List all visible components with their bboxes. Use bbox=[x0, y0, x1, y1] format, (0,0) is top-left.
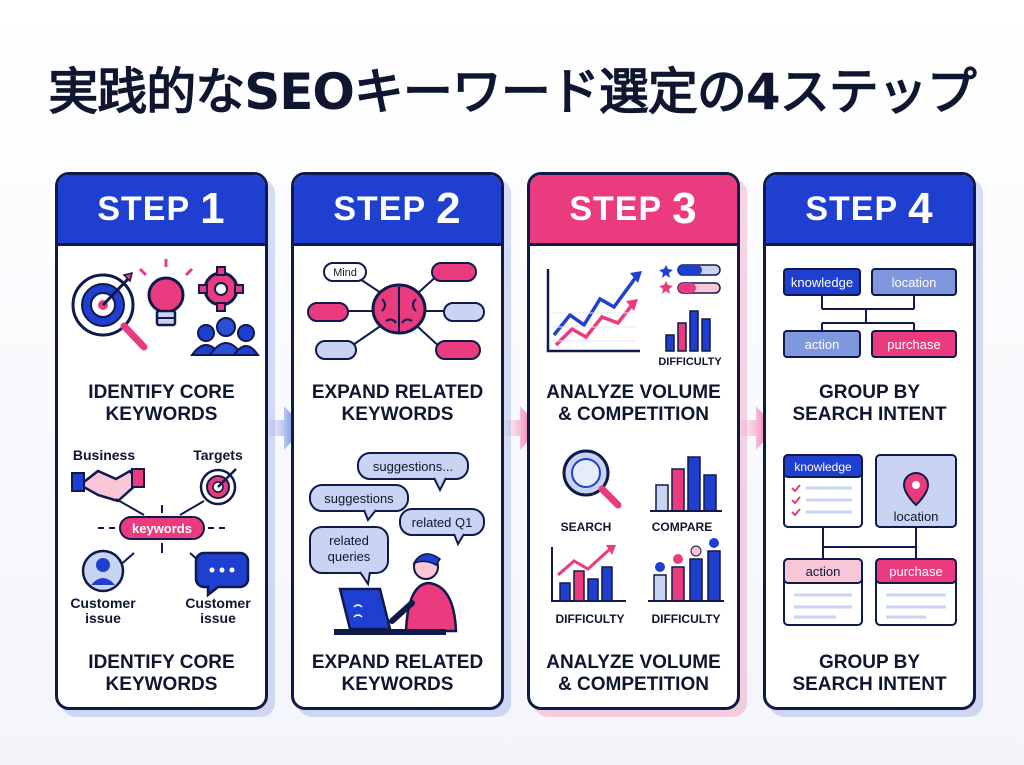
difficulty-label-b: DIFFICULTY bbox=[651, 612, 720, 626]
intent-tree: knowledge location action purchase bbox=[783, 268, 957, 358]
label-line: GROUP BY bbox=[818, 652, 920, 673]
step-word: STEP bbox=[97, 189, 191, 228]
step-1-illustration: Business Targets keywords bbox=[70, 259, 260, 626]
lightbulb-icon bbox=[138, 259, 194, 327]
customer-issue-left-1: Customer bbox=[70, 595, 136, 611]
business-label: Business bbox=[73, 447, 135, 463]
step-label-bottom: ANALYZE VOLUME & COMPETITION bbox=[530, 652, 737, 696]
search-icon bbox=[562, 449, 622, 509]
intent-action: action bbox=[805, 337, 840, 352]
intent-purchase: purchase bbox=[887, 337, 940, 352]
step-label-top: GROUP BY SEARCH INTENT bbox=[766, 382, 973, 426]
intent-location: location bbox=[892, 275, 937, 290]
step-label-top: EXPAND RELATED KEYWORDS bbox=[294, 382, 501, 426]
label-line: SEARCH INTENT bbox=[792, 404, 947, 425]
handshake-icon bbox=[71, 468, 145, 503]
trend-chart-icon bbox=[546, 269, 642, 353]
step-label-top: IDENTIFY CORE KEYWORDS bbox=[58, 382, 265, 426]
step-word: STEP bbox=[805, 189, 899, 228]
label-line: KEYWORDS bbox=[341, 404, 454, 425]
chat-bubble-icon bbox=[194, 551, 250, 598]
intent-card-purchase: purchase bbox=[875, 558, 957, 626]
customer-issue-right-1: Customer bbox=[185, 595, 251, 611]
step-number: 1 bbox=[200, 184, 226, 233]
bubble-related-q1: related Q1 bbox=[412, 515, 473, 530]
step-header: STEP 4 bbox=[766, 175, 973, 246]
search-label: SEARCH bbox=[561, 520, 612, 534]
compare-label: COMPARE bbox=[652, 520, 712, 534]
step-label-bottom: IDENTIFY CORE KEYWORDS bbox=[58, 652, 265, 696]
label-line: & COMPETITION bbox=[558, 404, 709, 425]
step-header: STEP 3 bbox=[530, 175, 737, 246]
label-line: KEYWORDS bbox=[341, 674, 454, 695]
difficulty-chart-icon bbox=[551, 545, 626, 602]
step-4-illustration: knowledge location action purchase knowl… bbox=[783, 268, 957, 626]
keywords-pill: keywords bbox=[132, 521, 192, 536]
gear-icon bbox=[198, 266, 244, 312]
label-line: EXPAND RELATED bbox=[311, 382, 484, 403]
step-label-top: ANALYZE VOLUME & COMPETITION bbox=[530, 382, 737, 426]
label-line: KEYWORDS bbox=[105, 404, 218, 425]
intent-card-action: action bbox=[783, 558, 863, 626]
intent-knowledge: knowledge bbox=[791, 275, 853, 290]
intent-purchase-card: purchase bbox=[889, 564, 942, 579]
intent-card-knowledge: knowledge bbox=[783, 454, 863, 528]
mind-map-icon: Mind bbox=[307, 262, 485, 360]
step-word: STEP bbox=[333, 189, 427, 228]
bubble-related-queries-1: related bbox=[329, 533, 369, 548]
intent-card-location: location bbox=[875, 454, 957, 528]
person-laptop-icon bbox=[334, 553, 458, 635]
label-line: IDENTIFY CORE bbox=[88, 382, 235, 403]
step-card-1: STEP 1 bbox=[55, 172, 268, 710]
step-header: STEP 2 bbox=[294, 175, 501, 246]
step-word: STEP bbox=[569, 189, 663, 228]
compare-bars-icon bbox=[650, 456, 722, 512]
difficulty-chart-icon bbox=[648, 538, 724, 602]
label-line: EXPAND RELATED bbox=[311, 652, 484, 673]
label-line: & COMPETITION bbox=[558, 674, 709, 695]
chat-bubble-icon: suggestions bbox=[309, 484, 409, 522]
difficulty-meter-icon: DIFFICULTY bbox=[658, 264, 722, 368]
step-label-bottom: EXPAND RELATED KEYWORDS bbox=[294, 652, 501, 696]
chat-bubble-icon: related Q1 bbox=[399, 508, 485, 547]
customer-issue-left-2: issue bbox=[85, 610, 121, 626]
label-line: GROUP BY bbox=[818, 382, 920, 403]
label-line: ANALYZE VOLUME bbox=[546, 652, 721, 673]
label-line: SEARCH INTENT bbox=[792, 674, 947, 695]
avatar-icon bbox=[81, 549, 125, 593]
intent-location-card: location bbox=[894, 509, 939, 524]
mind-node-label: Mind bbox=[333, 267, 357, 279]
label-line: KEYWORDS bbox=[105, 674, 218, 695]
step-card-2: STEP 2 Mind suggestions... bbox=[291, 172, 504, 710]
targets-label: Targets bbox=[193, 447, 243, 463]
difficulty-top-label: DIFFICULTY bbox=[658, 356, 722, 368]
page-title: 実践的なSEOキーワード選定の4ステップ bbox=[48, 63, 976, 121]
intent-action-card: action bbox=[806, 564, 841, 579]
step-number: 3 bbox=[672, 184, 698, 233]
intent-knowledge-card: knowledge bbox=[794, 460, 852, 474]
step-card-4: STEP 4 knowledge location action purchas… bbox=[763, 172, 976, 710]
step-2-illustration: Mind suggestions... suggestions related … bbox=[307, 262, 485, 635]
people-icon bbox=[190, 317, 260, 356]
label-line: IDENTIFY CORE bbox=[88, 652, 235, 673]
step-card-3: STEP 3 DIFFICULTY bbox=[527, 172, 740, 710]
label-line: ANALYZE VOLUME bbox=[546, 382, 721, 403]
difficulty-label-a: DIFFICULTY bbox=[555, 612, 624, 626]
step-number: 2 bbox=[436, 184, 462, 233]
customer-issue-right-2: issue bbox=[200, 610, 236, 626]
chat-bubble-icon: related queries bbox=[309, 526, 389, 587]
chat-bubble-icon: suggestions... bbox=[357, 452, 469, 493]
target-search-icon bbox=[71, 271, 148, 351]
bubble-suggestions-b: suggestions bbox=[324, 491, 394, 506]
step-number: 4 bbox=[908, 184, 934, 233]
step-3-illustration: DIFFICULTY SEARCH COMPARE DIFFIC bbox=[546, 264, 724, 626]
target-icon bbox=[199, 468, 237, 506]
bubble-related-queries-2: queries bbox=[328, 549, 371, 564]
bubble-suggestions-a: suggestions... bbox=[373, 459, 453, 474]
step-header: STEP 1 bbox=[58, 175, 265, 246]
step-label-bottom: GROUP BY SEARCH INTENT bbox=[766, 652, 973, 696]
